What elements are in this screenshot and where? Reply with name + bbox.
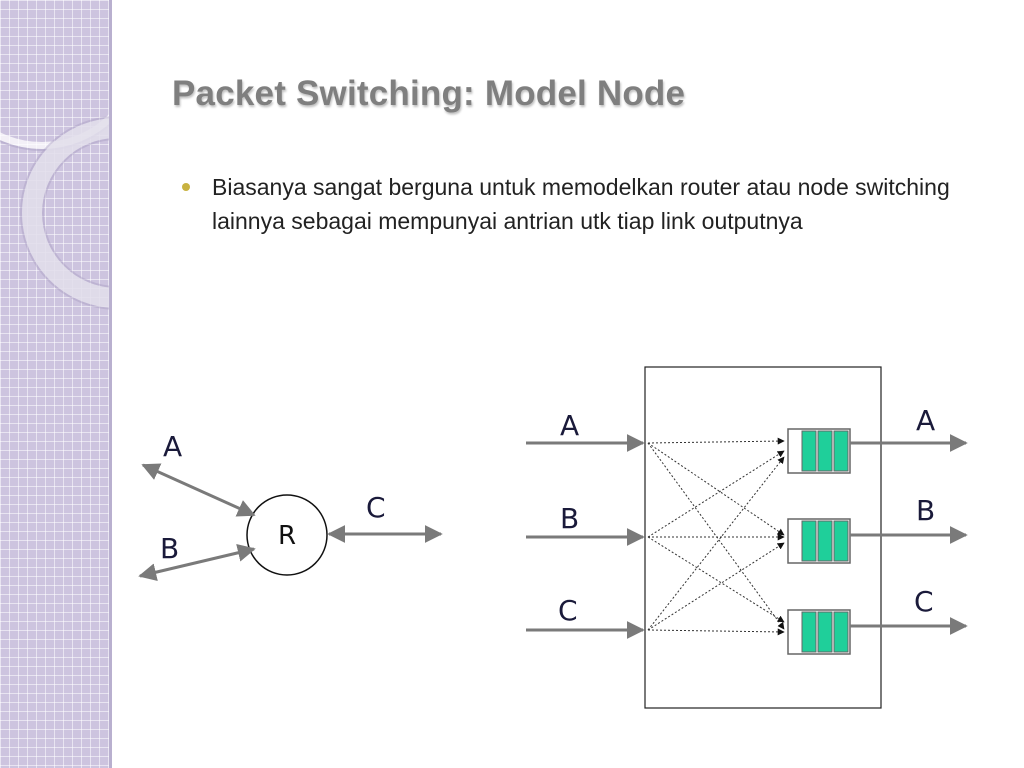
conn-b-c <box>647 536 785 623</box>
router-link-label-c: C <box>366 491 386 524</box>
output-queue-a <box>787 428 851 474</box>
conn-a-c <box>647 442 785 630</box>
router-link-label-b: B <box>160 532 179 565</box>
router-node-label: R <box>278 521 296 551</box>
input-label-a: A <box>560 409 579 442</box>
link-a <box>141 463 256 517</box>
queue-packet <box>817 611 833 653</box>
sidebar-decoration <box>0 0 112 768</box>
output-label-a: A <box>916 404 935 437</box>
router-link-label-a: A <box>163 430 182 463</box>
conn-c-b <box>647 542 785 631</box>
router-node <box>246 494 328 576</box>
queue-packet <box>833 430 849 472</box>
output-queue-c <box>787 609 851 655</box>
conn-a-b <box>647 442 785 536</box>
crossbar-connections <box>647 437 785 636</box>
output-label-c: C <box>914 585 934 618</box>
conn-b-a <box>647 450 785 538</box>
slide-title: Packet Switching: Model Node <box>172 74 686 113</box>
conn-a-a <box>647 437 785 445</box>
queue-packet <box>833 611 849 653</box>
router-model: R A B C <box>138 430 443 582</box>
bullet-item: Biasanya sangat berguna untuk memodelkan… <box>180 170 970 238</box>
conn-c-c <box>647 628 785 636</box>
bullet-list: Biasanya sangat berguna untuk memodelkan… <box>180 170 970 238</box>
queue-packet <box>817 430 833 472</box>
bullet-text: Biasanya sangat berguna untuk memodelkan… <box>212 174 950 234</box>
queue-packet <box>801 430 817 472</box>
queue-packet <box>801 520 817 562</box>
queue-packet <box>801 611 817 653</box>
output-queue-b <box>787 518 851 564</box>
conn-c-a <box>647 456 785 631</box>
input-label-c: C <box>558 594 578 627</box>
input-label-b: B <box>560 502 579 535</box>
switch-model: A B C <box>526 366 968 709</box>
link-b <box>138 543 256 582</box>
bullet-dot-icon <box>182 183 190 191</box>
queue-packet <box>833 520 849 562</box>
output-label-b: B <box>916 494 935 527</box>
queue-packet <box>817 520 833 562</box>
